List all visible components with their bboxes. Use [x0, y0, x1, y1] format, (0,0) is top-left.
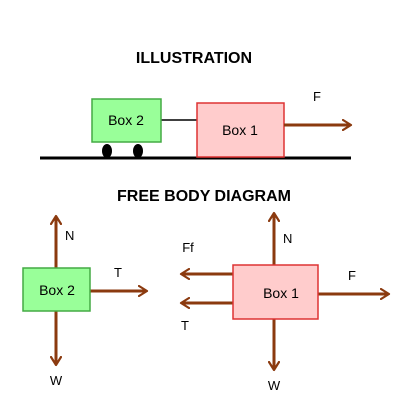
- fbd-box1-label: Box 1: [263, 285, 299, 301]
- wheel-left: [102, 144, 112, 158]
- fbd-box1-normal-label: N: [283, 231, 292, 246]
- illustration-box2-label: Box 2: [108, 112, 144, 128]
- illustration-title: ILLUSTRATION: [136, 50, 252, 67]
- fbd-box2-tension-label: T: [114, 265, 122, 280]
- fbd-box1-tension-label: T: [181, 318, 189, 333]
- fbd-box1-weight-label: W: [268, 378, 281, 393]
- illustration-box2: [91, 98, 162, 143]
- fbd-box2-label: Box 2: [39, 282, 75, 298]
- fbd-box2-weight-label: W: [50, 373, 63, 388]
- fbd-box1: [232, 264, 319, 320]
- fbd-title: FREE BODY DIAGRAM: [117, 188, 291, 205]
- fbd-box1-friction-label: Ff: [182, 240, 194, 255]
- wheel-right: [133, 144, 143, 158]
- fbd-box2-normal-label: N: [65, 228, 74, 243]
- fbd-box2: [22, 267, 91, 312]
- illustration-force-label: F: [313, 89, 321, 104]
- illustration-box1-label: Box 1: [222, 122, 258, 138]
- fbd-box1-applied-label: F: [348, 268, 356, 283]
- illustration-box1: [196, 102, 285, 158]
